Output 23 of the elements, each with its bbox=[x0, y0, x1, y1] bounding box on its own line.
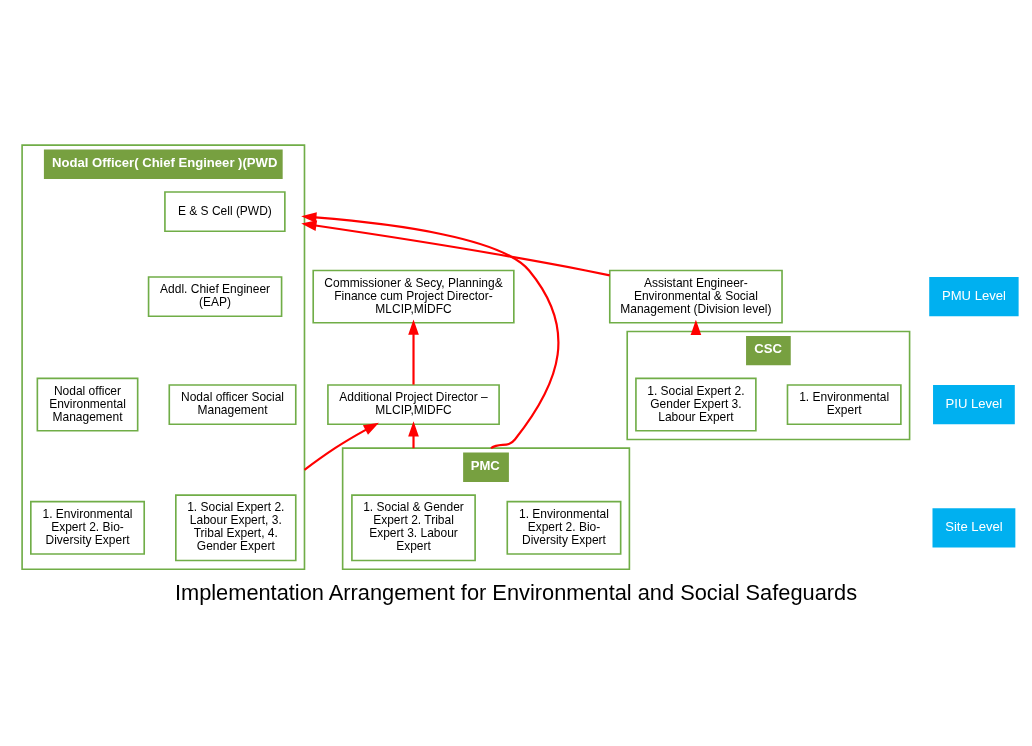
node-box: Additional Project Director – MLCIP,MIDFC bbox=[327, 383, 500, 425]
node-box: Addl. Chief Engineer (EAP) bbox=[147, 275, 283, 317]
arrow bbox=[408, 319, 419, 385]
caption: Implementation Arrangement for Environmental and Social Safeguards bbox=[174, 579, 858, 605]
label: PIU Level bbox=[945, 395, 1003, 411]
node-box: 1. Social & Gender Expert 2. Tribal Expert 3. Labour Expert bbox=[351, 493, 476, 561]
node-box: Nodal officer Environmental Management bbox=[36, 377, 139, 432]
node-box: 1. Environmental Expert 2. Bio-Diversity Expert bbox=[506, 500, 622, 555]
arrow bbox=[690, 319, 702, 335]
node-box: 1. Environmental Expert 2. Bio-Diversity Expert bbox=[30, 500, 146, 555]
node-box: E & S Cell (PWD) bbox=[164, 190, 286, 232]
arrow bbox=[301, 211, 560, 449]
arrow bbox=[301, 219, 610, 276]
arrow bbox=[408, 420, 419, 448]
arrow bbox=[303, 422, 379, 471]
label: Site Level bbox=[945, 518, 1003, 534]
node-box: 1. Social Expert 2. Gender Expert 3. Labour Expert bbox=[635, 377, 757, 432]
node-box: 1. Social Expert 2. Labour Expert, 3. Tribal Expert, 4. Gender Expert bbox=[175, 493, 297, 561]
node-box: Assistant Engineer- Environmental & Social Management (Division level) bbox=[608, 269, 783, 324]
node-box: Nodal officer Social Management bbox=[168, 383, 297, 425]
node-box: 1. Environmental Expert bbox=[786, 383, 902, 425]
node-box: Commissioner & Secy, Planning& Finance cum Project Director- MLCIP,MIDFC bbox=[312, 269, 515, 324]
label: PMU Level bbox=[941, 287, 1006, 303]
